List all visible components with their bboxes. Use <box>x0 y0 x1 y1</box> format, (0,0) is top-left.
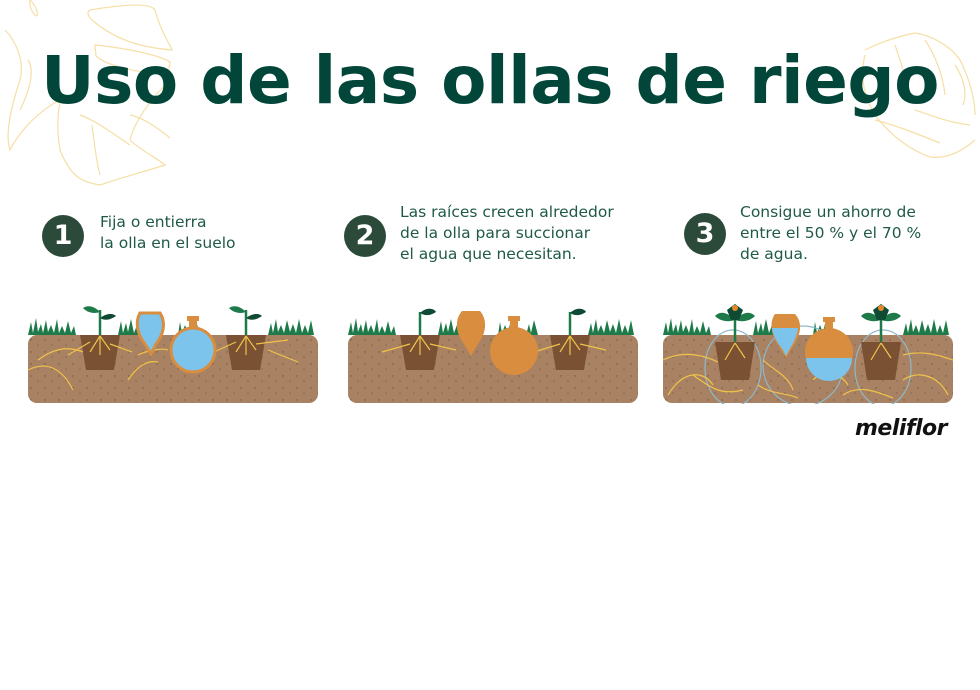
step-number-badge: 1 <box>42 215 84 257</box>
illustration-step-3 <box>663 304 953 404</box>
page-title: Uso de las ollas de riego <box>41 42 940 119</box>
step-1: 1 Fija o entierra la olla en el suelo <box>40 200 330 280</box>
step-3: 3 Consigue un ahorro de entre el 50 % y … <box>682 200 980 280</box>
small-olla-icon <box>456 311 486 356</box>
seedling-left-icon <box>381 308 457 370</box>
step-number-badge: 2 <box>344 215 386 257</box>
grass-icon <box>348 318 634 335</box>
step-2: 2 Las raíces crecen alrededor de la olla… <box>342 200 662 280</box>
large-olla-icon <box>805 317 853 381</box>
monstera-leaf-right-icon <box>862 32 976 158</box>
flower-right-icon <box>861 304 901 380</box>
step-description: Consigue un ahorro de entre el 50 % y el… <box>740 203 922 263</box>
small-olla-icon <box>135 311 165 358</box>
seedling-left-icon <box>67 306 133 370</box>
monstera-leaf-left-icon <box>4 0 173 186</box>
small-olla-icon <box>771 314 801 358</box>
grass-icon <box>28 318 314 335</box>
illustration-step-1 <box>28 306 318 403</box>
large-olla-icon <box>169 316 217 374</box>
flower-left-icon <box>715 304 755 380</box>
large-olla-icon <box>490 316 538 375</box>
seedling-right-icon <box>213 306 299 370</box>
meliflor-logo: meliflor <box>855 416 948 441</box>
step-description: Fija o entierra la olla en el suelo <box>100 213 236 252</box>
step-description: Las raíces crecen alrededor de la olla p… <box>400 203 614 263</box>
seedling-right-icon <box>533 308 607 370</box>
illustration-step-2 <box>348 308 638 403</box>
step-number-badge: 3 <box>684 213 726 255</box>
